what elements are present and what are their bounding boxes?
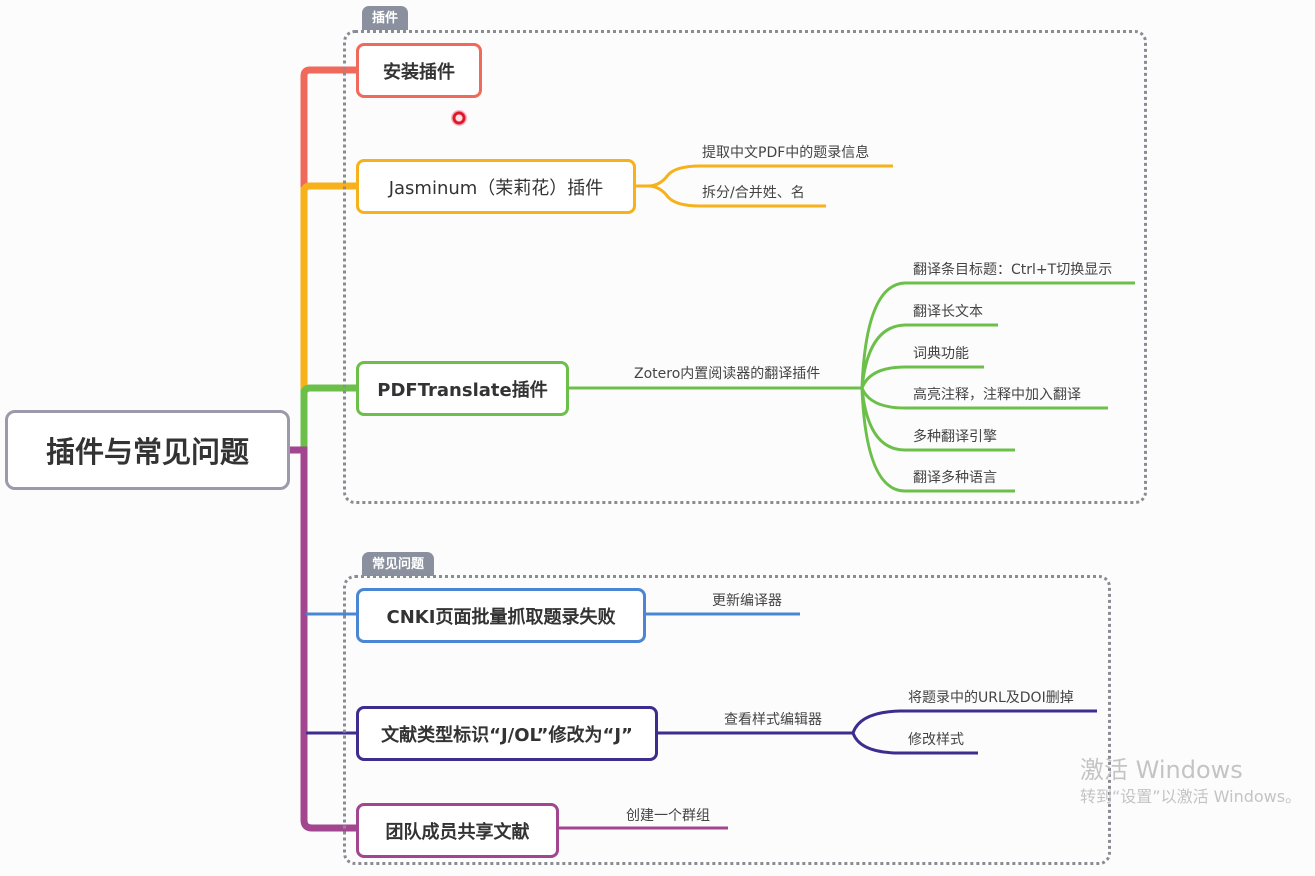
topic-team-share[interactable]: 团队成员共享文献 [356,803,559,858]
topic-cnki[interactable]: CNKI页面批量抓取题录失败 [356,588,646,643]
pdftranslate-children [860,281,1135,493]
group-box-plugins [343,30,1147,504]
leaf-doctype-delete-url-doi[interactable]: 将题录中的URL及DOI删掉 [908,690,1074,706]
jasminum-connector [635,164,893,208]
activation-watermark-title: 激活 Windows [1080,756,1243,784]
trunk-jasminum [300,182,358,390]
group-tag-plugins: 插件 [362,6,409,30]
pdftranslate-mid-label[interactable]: Zotero内置阅读器的翻译插件 [634,366,821,382]
topic-install-plugin[interactable]: 安装插件 [356,43,482,98]
leaf-pdf-dictionary[interactable]: 词典功能 [913,346,969,362]
doctype-mid-label[interactable]: 查看样式编辑器 [724,712,822,728]
leaf-pdf-annotation[interactable]: 高亮注释，注释中加入翻译 [913,387,1081,403]
leaf-pdf-long-text[interactable]: 翻译长文本 [913,304,983,320]
activation-watermark-subtitle: 转到“设置”以激活 Windows。 [1080,787,1302,806]
topic-jasminum[interactable]: Jasminum（茉莉花）插件 [356,159,636,214]
leaf-jasminum-extract[interactable]: 提取中文PDF中的题录信息 [702,145,870,161]
root-node[interactable]: 插件与常见问题 [5,410,290,490]
mouse-cursor-indicator [451,110,467,126]
leaf-pdf-engines[interactable]: 多种翻译引擎 [913,429,997,445]
leaf-cnki-update-translator[interactable]: 更新编译器 [712,593,782,609]
trunk-pdftranslate [300,384,358,447]
leaf-jasminum-split-name[interactable]: 拆分/合并姓、名 [702,185,805,201]
topic-pdftranslate[interactable]: PDFTranslate插件 [356,361,569,416]
leaf-pdf-title-translate[interactable]: 翻译条目标题：Ctrl+T切换显示 [913,262,1113,278]
leaf-team-create-group[interactable]: 创建一个群组 [626,808,710,824]
leaf-doctype-modify-style[interactable]: 修改样式 [908,732,964,748]
topic-doctype[interactable]: 文献类型标识“J/OL”修改为“J” [356,706,658,761]
leaf-pdf-languages[interactable]: 翻译多种语言 [913,470,997,486]
group-tag-faq: 常见问题 [362,552,435,576]
group-box-faq [343,575,1111,865]
trunk-install [300,66,358,187]
doctype-children [851,709,1097,755]
